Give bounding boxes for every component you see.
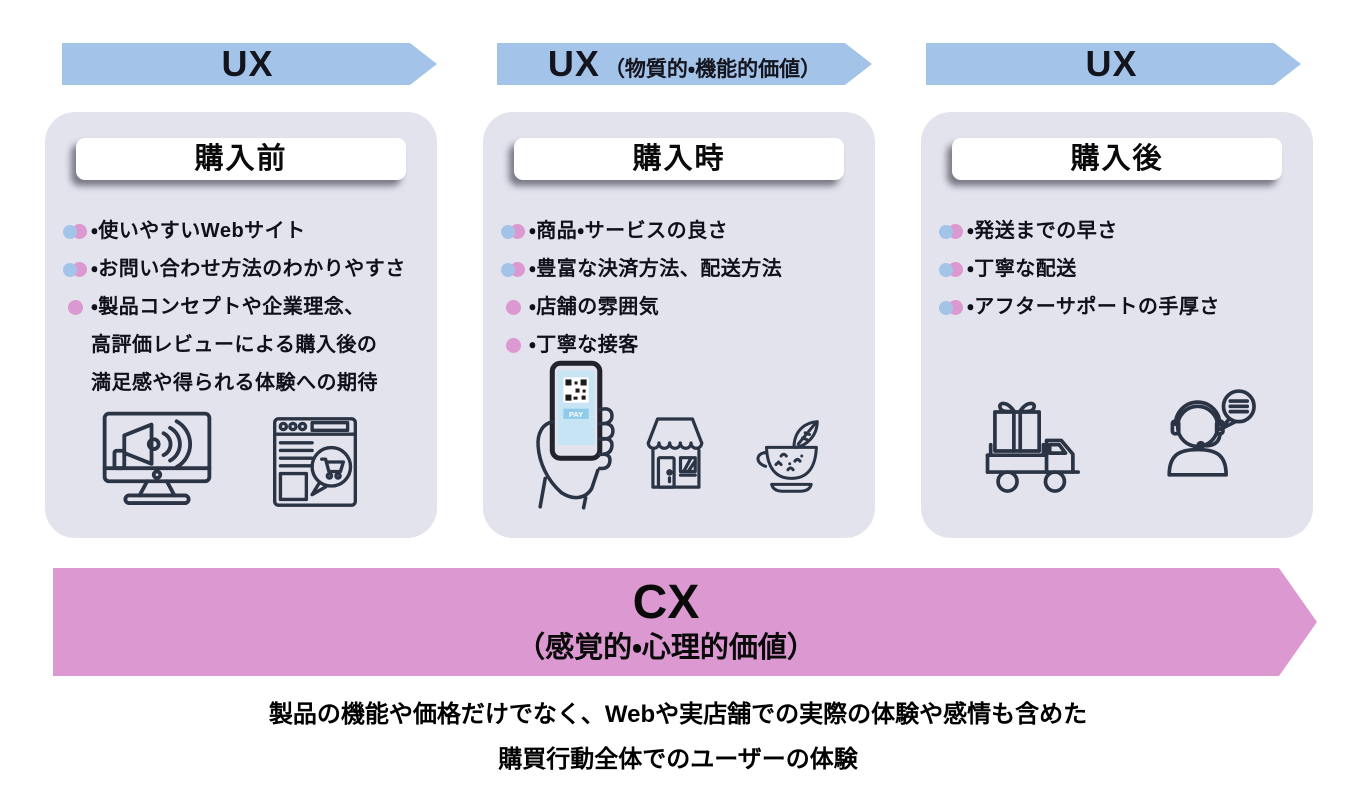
monitor-megaphone-icon bbox=[97, 408, 217, 512]
card-at-purchase: 購入時 ・商品・サービスの良さ ・豊富な決済方法、配送方法 ・店舗の雰囲気 ・丁… bbox=[483, 112, 875, 538]
card-before-purchase: 購入前 ・使いやすいWebサイト ・お問い合わせ方法のわかりやすさ ・製品コンセ… bbox=[45, 112, 437, 538]
cx-arrow: CX （感覚的・心理的価値） bbox=[53, 568, 1317, 676]
teacup-icon bbox=[745, 412, 831, 500]
qr-payment-icon: PAY bbox=[525, 358, 621, 510]
bullet-item: ・発送までの早さ bbox=[939, 212, 1307, 250]
browser-cart-icon bbox=[267, 414, 363, 510]
bullet-text: ・アフターサポートの手厚さ bbox=[967, 296, 1220, 318]
delivery-truck-icon bbox=[977, 398, 1095, 504]
ux-arrow-before: UX bbox=[62, 43, 437, 85]
ux-arrow-during: UX（物質的・機能的価値） bbox=[497, 43, 872, 85]
card-title: 購入後 bbox=[952, 138, 1282, 180]
card-title: 購入時 bbox=[514, 138, 844, 180]
bullet-item: ・お問い合わせ方法のわかりやすさ bbox=[63, 250, 431, 288]
cx-label-group: CX （感覚的・心理的価値） bbox=[516, 577, 816, 667]
overlap-dots-icon bbox=[63, 212, 91, 250]
bullet-item: ・製品コンセプトや企業理念、 高評価レビューによる購入後の 満足感や得られる体験… bbox=[63, 288, 431, 402]
cx-title: CX bbox=[632, 576, 700, 629]
storefront-icon bbox=[629, 408, 721, 500]
bullet-text: ・豊富な決済方法、配送方法 bbox=[529, 258, 783, 280]
cx-subtitle: （感覚的・心理的価値） bbox=[516, 632, 816, 664]
bullet-text: ・使いやすいWebサイト bbox=[91, 220, 306, 242]
bullet-list: ・発送までの早さ ・丁寧な配送 ・アフターサポートの手厚さ bbox=[939, 212, 1307, 326]
pink-dot-icon bbox=[63, 288, 91, 326]
card-after-purchase: 購入後 ・発送までの早さ ・丁寧な配送 ・アフターサポートの手厚さ bbox=[921, 112, 1313, 538]
bullet-text: ・丁寧な接客 bbox=[529, 334, 639, 356]
bullet-text: 高評価レビューによる購入後の bbox=[91, 334, 378, 356]
bullet-list: ・使いやすいWebサイト ・お問い合わせ方法のわかりやすさ ・製品コンセプトや企… bbox=[63, 212, 431, 402]
pink-dot-icon bbox=[501, 326, 529, 364]
overlap-dots-icon bbox=[939, 212, 967, 250]
bullet-text: ・店舗の雰囲気 bbox=[529, 296, 660, 318]
support-agent-icon bbox=[1145, 386, 1263, 492]
ux-arrow-label: UX bbox=[221, 43, 274, 84]
bullet-item: ・丁寧な接客 bbox=[501, 326, 869, 364]
overlap-dots-icon bbox=[939, 288, 967, 326]
overlap-dots-icon bbox=[63, 250, 91, 288]
bullet-list: ・商品・サービスの良さ ・豊富な決済方法、配送方法 ・店舗の雰囲気 ・丁寧な接客 bbox=[501, 212, 869, 364]
card-title: 購入前 bbox=[76, 138, 406, 180]
overlap-dots-icon bbox=[501, 250, 529, 288]
footer-line-1: 製品の機能や価格だけでなく、Webや実店舗での実際の体験や感情も含めた bbox=[268, 701, 1088, 728]
bullet-item: ・アフターサポートの手厚さ bbox=[939, 288, 1307, 326]
pink-dot-icon bbox=[501, 288, 529, 326]
ux-arrow-after: UX bbox=[926, 43, 1301, 85]
footer-line-2: 購買行動全体でのユーザーの体験 bbox=[498, 746, 858, 773]
overlap-dots-icon bbox=[939, 250, 967, 288]
bullet-item: ・豊富な決済方法、配送方法 bbox=[501, 250, 869, 288]
bullet-text: ・製品コンセプトや企業理念、 bbox=[91, 296, 365, 318]
footer-caption: 製品の機能や価格だけでなく、Webや実店舗での実際の体験や感情も含めた 購買行動… bbox=[0, 692, 1356, 782]
ux-arrow-label: UX bbox=[1085, 43, 1138, 84]
bullet-item: ・店舗の雰囲気 bbox=[501, 288, 869, 326]
bullet-text: 満足感や得られる体験への期待 bbox=[91, 372, 378, 394]
pay-label: PAY bbox=[569, 410, 583, 419]
bullet-text: ・商品・サービスの良さ bbox=[529, 220, 729, 242]
bullet-item: ・使いやすいWebサイト bbox=[63, 212, 431, 250]
bullet-item: ・丁寧な配送 bbox=[939, 250, 1307, 288]
bullet-text: ・丁寧な配送 bbox=[967, 258, 1077, 280]
ux-arrow-sublabel: （物質的・機能的価値） bbox=[603, 58, 822, 81]
bullet-text: ・発送までの早さ bbox=[967, 220, 1118, 242]
ux-arrow-label: UX bbox=[547, 43, 600, 84]
overlap-dots-icon bbox=[501, 212, 529, 250]
bullet-item: ・商品・サービスの良さ bbox=[501, 212, 869, 250]
bullet-text: ・お問い合わせ方法のわかりやすさ bbox=[91, 258, 406, 280]
